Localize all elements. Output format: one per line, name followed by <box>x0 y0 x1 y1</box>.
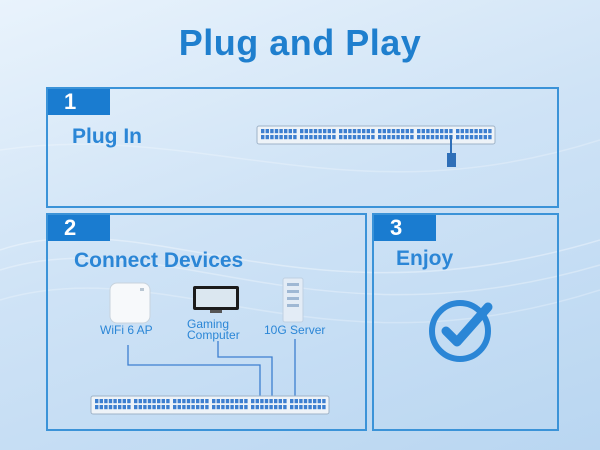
step-2-number: 2 <box>48 215 110 241</box>
step-2-label: Connect Devices <box>74 249 244 272</box>
page-title: Plug and Play <box>178 22 422 63</box>
connection-cables <box>127 339 296 397</box>
step-3-panel: 3 Enjoy <box>372 213 559 431</box>
server-label: 10G Server <box>264 323 326 337</box>
checkmark-icon <box>429 300 493 362</box>
network-switch-icon <box>90 395 330 415</box>
step-1-number: 1 <box>48 89 110 115</box>
wifi-ap-label: WiFi 6 AP <box>100 323 153 337</box>
step-1-label: Plug In <box>72 125 142 148</box>
computer-icon <box>193 286 239 313</box>
server-icon <box>282 277 304 323</box>
computer-label-line2: Computer <box>187 328 240 342</box>
wifi-ap-icon <box>109 282 151 324</box>
computer-label-line1: Gaming <box>187 317 230 331</box>
step-3-label: Enjoy <box>396 247 454 270</box>
step-1-panel: 1 Plug In <box>46 87 559 208</box>
step-3-number: 3 <box>374 215 436 241</box>
step-2-panel: 2 Connect Devices WiFi 6 AP Gaming Compu… <box>46 213 367 431</box>
network-switch-icon <box>256 125 496 167</box>
